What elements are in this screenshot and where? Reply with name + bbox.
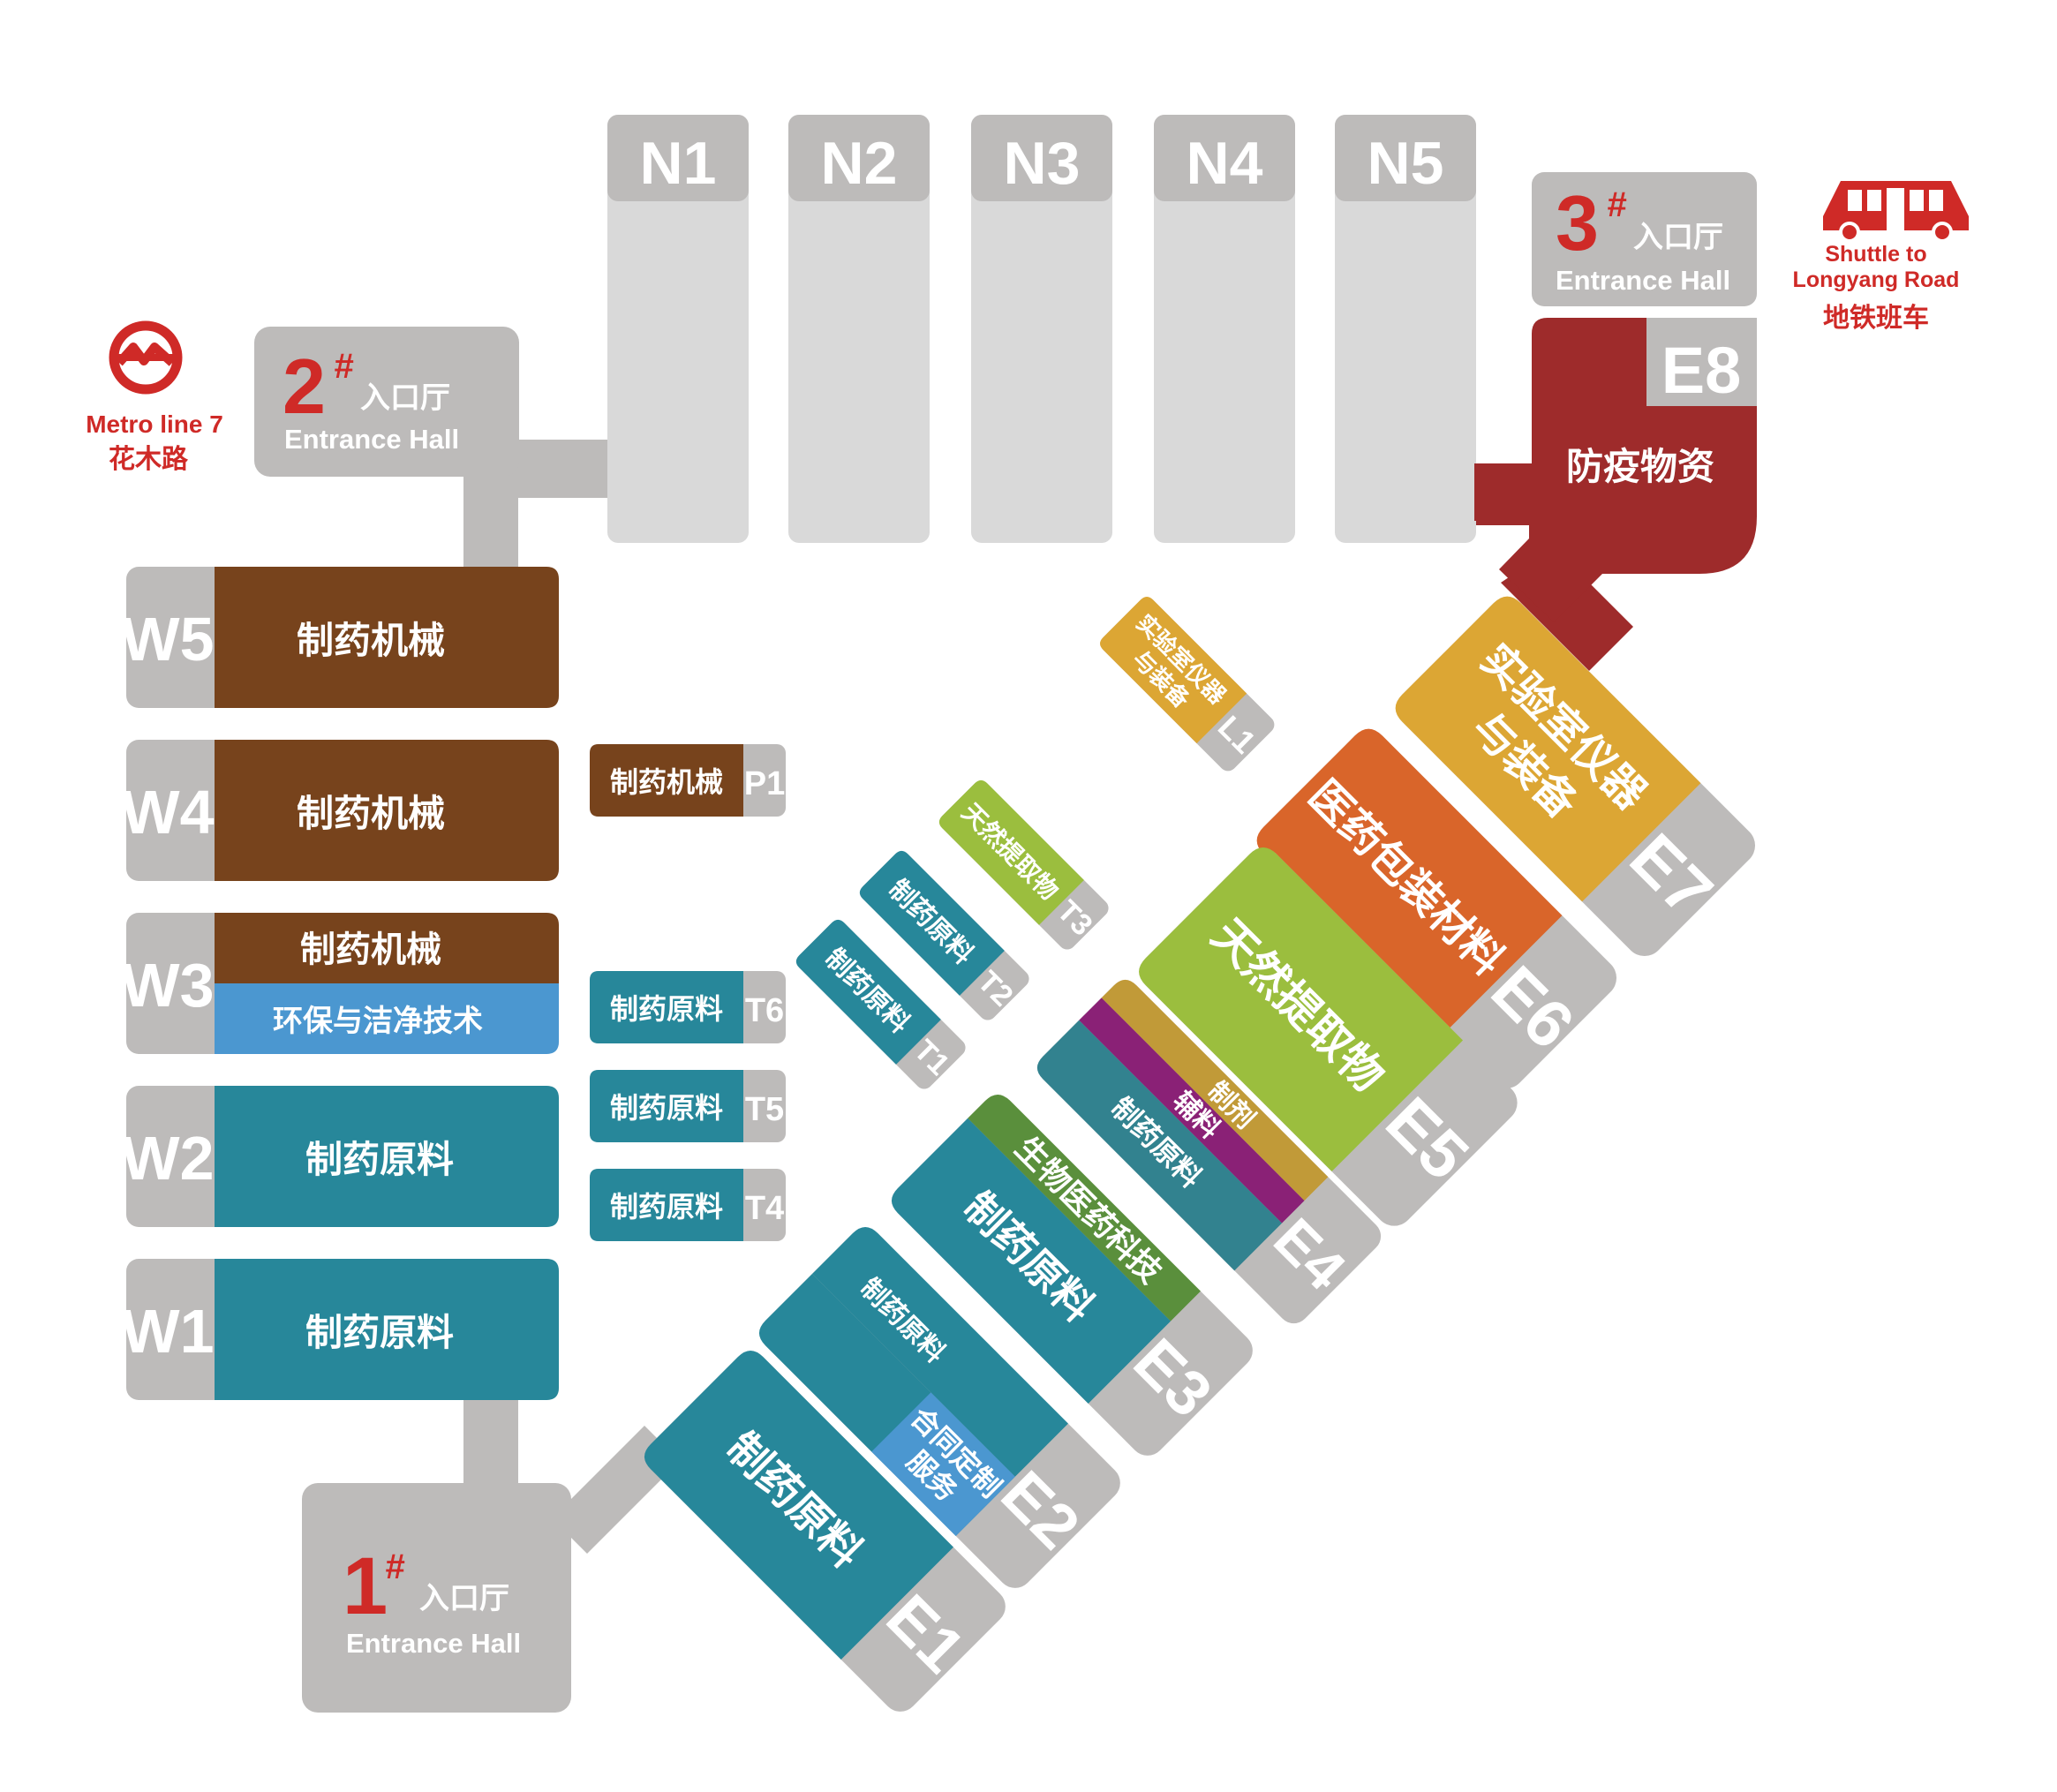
hall-w2[interactable]: W2 制药原料 xyxy=(122,1086,560,1227)
zone-label-w5: 制药机械 xyxy=(297,619,445,662)
zone-label-w3-top: 制药机械 xyxy=(300,930,441,970)
metro-line-label: Metro line 7 xyxy=(86,410,223,438)
shanghai-metro-logo-icon xyxy=(109,320,183,395)
entrance-2-mark: # xyxy=(334,347,354,386)
hall-t1[interactable]: T1 制药原料 xyxy=(793,916,968,1092)
zone-label-t4: 制药原料 xyxy=(610,1190,723,1224)
hall-code-t4: T4 xyxy=(745,1190,784,1227)
diagonal-small-halls: L1 实验室仪器 与装备 T3 天然提取物 T2 制药原料 T1 制药原料 xyxy=(793,593,1277,1092)
hall-w5[interactable]: W5 制药机械 xyxy=(122,567,560,708)
entrance-1-number: 1 xyxy=(343,1541,388,1631)
hall-code-n5: N5 xyxy=(1368,130,1444,197)
hall-l1[interactable]: L1 实验室仪器 与装备 xyxy=(1096,593,1277,774)
west-halls: W5 制药机械 W4 制药机械 W3 制药机械 环保与洁净技术 W2 制药原料 xyxy=(122,567,560,1400)
metro-info[interactable]: Metro line 7 花木路 xyxy=(86,320,223,474)
hall-code-w2: W2 xyxy=(122,1124,215,1193)
shuttle-cn: 地铁班车 xyxy=(1823,303,1929,333)
hall-e1[interactable]: E1 制药原料 xyxy=(638,1344,1013,1719)
hall-w3[interactable]: W3 制药机械 环保与洁净技术 xyxy=(122,913,560,1054)
hall-t6[interactable]: T6 制药原料 xyxy=(590,971,786,1043)
hall-code-w5: W5 xyxy=(122,605,215,674)
hall-code-n2: N2 xyxy=(821,130,898,197)
hall-w4[interactable]: W4 制药机械 xyxy=(122,740,560,881)
shuttle-info[interactable]: Shuttle to Longyang Road 地铁班车 xyxy=(1793,181,1969,333)
entrance-1-cn: 入口厅 xyxy=(419,1582,509,1615)
metro-station-label: 花木路 xyxy=(109,445,189,474)
hall-code-t6: T6 xyxy=(745,992,784,1029)
hall-code-n3: N3 xyxy=(1004,130,1081,197)
zone-label-w3-bottom: 环保与洁净技术 xyxy=(273,1004,483,1039)
hall-code-t5: T5 xyxy=(745,1091,784,1128)
hall-code-p1: P1 xyxy=(744,765,785,802)
entrance-1-mark: # xyxy=(385,1547,405,1586)
hall-t4[interactable]: T4 制药原料 xyxy=(590,1169,786,1241)
entrance-hall-2[interactable]: 2 # 入口厅 Entrance Hall xyxy=(254,327,519,477)
hall-e2[interactable]: E2 制药原料 合同定制 服务 xyxy=(753,1221,1127,1595)
hall-code-n1: N1 xyxy=(640,130,717,197)
hall-code-n4: N4 xyxy=(1187,130,1263,197)
entrance-3-mark: # xyxy=(1607,185,1627,224)
zone-label-t6: 制药原料 xyxy=(610,992,723,1026)
entrance-3-cn: 入口厅 xyxy=(1633,221,1723,254)
zone-label-e8: 防疫物资 xyxy=(1566,445,1714,488)
hall-n2[interactable]: N2 xyxy=(788,115,930,543)
entrance-1-en: Entrance Hall xyxy=(346,1628,521,1659)
bus-icon xyxy=(1823,181,1969,243)
zone-label-p1: 制药机械 xyxy=(610,765,723,799)
zone-label-w2: 制药原料 xyxy=(305,1138,454,1181)
east-halls: E7 实验室仪器 与装备 E6 医药包装材料 E5 天然提取物 E4 制剂 辅料 xyxy=(638,596,1756,1719)
hall-n3[interactable]: N3 xyxy=(971,115,1112,543)
shuttle-line2: Longyang Road xyxy=(1793,267,1960,292)
hall-t5[interactable]: T5 制药原料 xyxy=(590,1070,786,1142)
hall-e8[interactable]: E8 防疫物资 xyxy=(1474,318,1757,622)
entrance-3-number: 3 xyxy=(1556,179,1599,267)
shuttle-line1: Shuttle to xyxy=(1825,242,1926,267)
entrance-2-number: 2 xyxy=(283,343,326,430)
zone-label-t5: 制药原料 xyxy=(610,1091,723,1125)
hall-code-w1: W1 xyxy=(122,1297,215,1366)
entrance-2-cn: 入口厅 xyxy=(360,381,450,415)
north-halls: N1 N2 N3 N4 N5 xyxy=(607,115,1476,543)
small-halls: P1 制药机械 T6 制药原料 T5 制药原料 T4 制药原料 xyxy=(590,744,786,1241)
hall-n5[interactable]: N5 xyxy=(1335,115,1476,543)
entrance-3-en: Entrance Hall xyxy=(1556,265,1730,296)
entrance-hall-1[interactable]: 1 # 入口厅 Entrance Hall xyxy=(302,1483,571,1713)
zone-label-w4: 制药机械 xyxy=(297,792,445,835)
hall-code-w3: W3 xyxy=(122,951,215,1020)
hall-e5[interactable]: E5 天然提取物 xyxy=(1132,840,1525,1233)
hall-w1[interactable]: W1 制药原料 xyxy=(122,1259,560,1400)
hall-code-w4: W4 xyxy=(122,778,215,847)
entrance-2-en: Entrance Hall xyxy=(284,424,459,455)
hall-code-e8: E8 xyxy=(1661,334,1742,407)
hall-n1[interactable]: N1 xyxy=(607,115,749,543)
entrance-hall-3[interactable]: 3 # 入口厅 Entrance Hall xyxy=(1532,172,1757,306)
hall-n4[interactable]: N4 xyxy=(1154,115,1295,543)
hall-e4[interactable]: E4 制剂 辅料 制药原料 xyxy=(1031,974,1387,1329)
zone-label-w1: 制药原料 xyxy=(305,1311,454,1354)
hall-p1[interactable]: P1 制药机械 xyxy=(590,744,786,817)
hall-e3[interactable]: E3 生物医药科技 制药原料 xyxy=(885,1088,1260,1463)
